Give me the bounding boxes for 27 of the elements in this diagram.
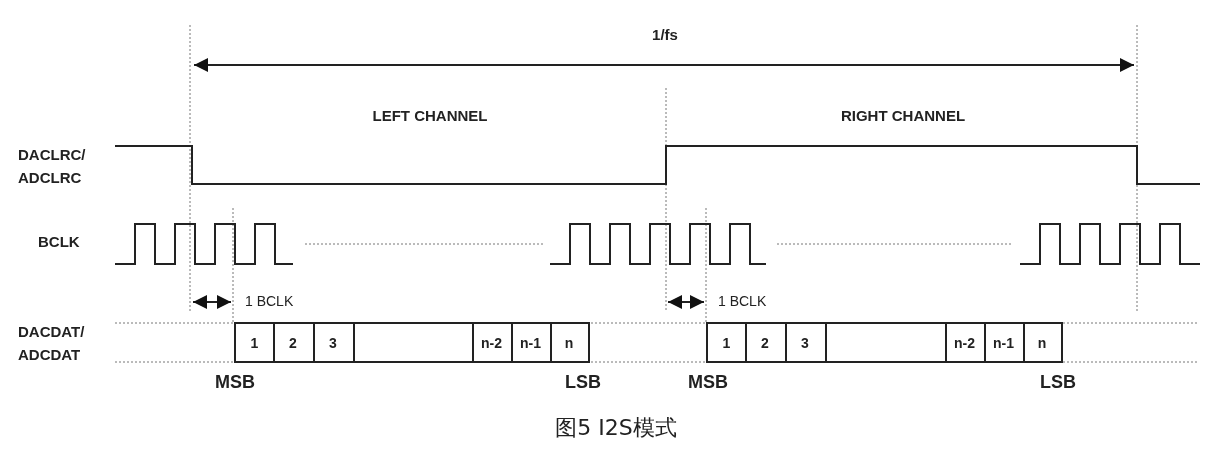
caption: 图5 I2S模式 <box>555 415 677 440</box>
bit-cell: 2 <box>273 322 315 363</box>
bit-cell: 3 <box>313 322 355 363</box>
bit-cell: 1 <box>234 322 275 363</box>
channel-label: LEFT CHANNEL <box>371 107 489 124</box>
bit-cell: 1 <box>706 322 747 363</box>
bit-label: MSB <box>688 372 729 393</box>
dimension-label: 1 BCLK <box>245 293 295 309</box>
bit-cell: n-2 <box>945 322 986 363</box>
bit-cell: n-1 <box>984 322 1025 363</box>
data-box <box>353 322 474 363</box>
bit-cell: n-1 <box>511 322 552 363</box>
bit-cell: n <box>550 322 590 363</box>
channel-label: RIGHT CHANNEL <box>839 107 967 124</box>
bit-cell: n <box>1023 322 1063 363</box>
dimension-label: 1 BCLK <box>718 293 768 309</box>
signal-name: BCLK <box>38 233 81 250</box>
signal-name: DACDAT/ ADCDAT <box>18 322 86 365</box>
bit-cell: 3 <box>785 322 827 363</box>
data-box <box>825 322 947 363</box>
bit-label: LSB <box>565 372 602 393</box>
signal-name: DACLRC/ ADCLRC <box>18 145 87 188</box>
bit-label: MSB <box>215 372 256 393</box>
bit-label: LSB <box>1040 372 1077 393</box>
bit-cell: n-2 <box>472 322 513 363</box>
bit-cell: 2 <box>745 322 787 363</box>
dimension-label: 1/fs <box>651 26 679 43</box>
